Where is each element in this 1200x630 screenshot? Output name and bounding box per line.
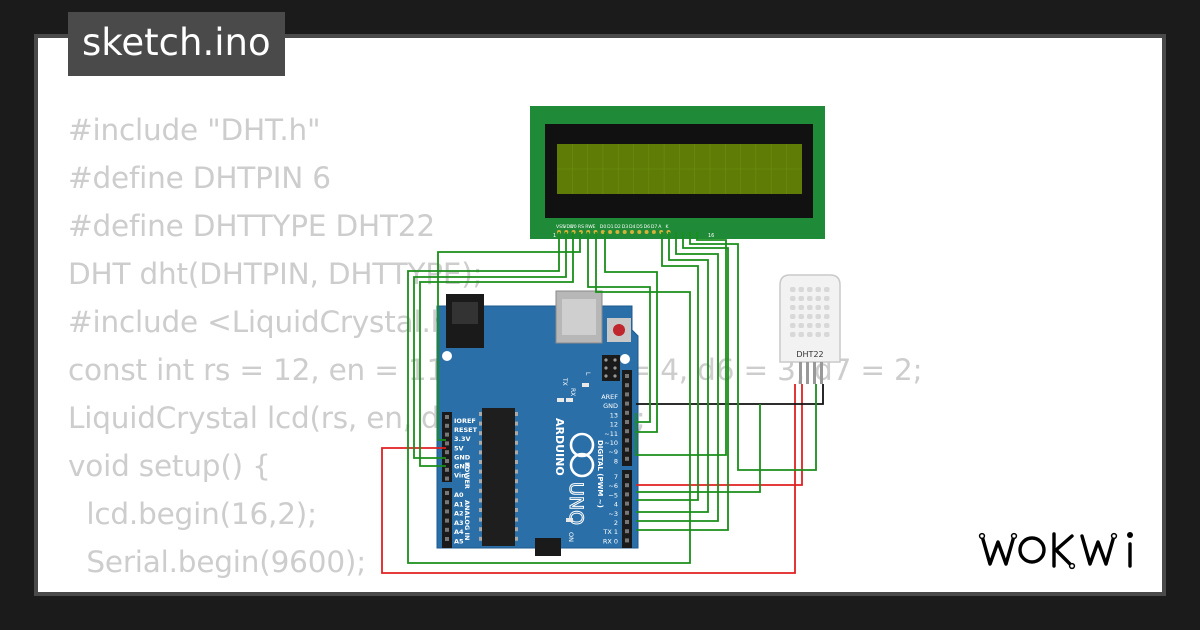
lcd-pin[interactable] [600, 230, 605, 234]
code-line: DHT dht(DHTPIN, DHTTYPE); [68, 257, 483, 291]
lcd-pin-label: D7 [651, 224, 658, 230]
pin-label: 4 [614, 501, 618, 509]
on-led-label: ON [567, 532, 575, 542]
lcd-pin-label: D1 [607, 224, 614, 230]
rx-led-label: RX [569, 388, 576, 396]
pin-label: 7 [614, 473, 618, 481]
lcd-pin[interactable] [622, 230, 627, 234]
pin-label: ~11 [604, 430, 618, 438]
code-line: Serial.begin(9600); [68, 545, 366, 579]
code-line: lcd.begin(16,2); [68, 497, 317, 531]
pin-label: 13 [610, 411, 618, 419]
wokwi-logo-icon: WOKWI [978, 532, 1133, 576]
lcd-pin-label: D5 [636, 224, 643, 230]
file-title-tab[interactable]: sketch.ino [68, 12, 285, 76]
pin-label: ~9 [608, 448, 618, 456]
pin-label: RESET [454, 426, 478, 434]
tx-led-label: TX [561, 377, 568, 386]
pin-label: ~3 [608, 510, 618, 518]
code-line: void setup() { [68, 449, 271, 483]
digital-header-label: DIGITAL (PWM ~) [596, 440, 604, 508]
pin-label: 5V [454, 444, 464, 452]
code-line: #define DHTTYPE DHT22 [68, 209, 435, 243]
pin-label: 3.3V [454, 435, 471, 443]
pin-label: A3 [454, 519, 464, 527]
power-header-label: POWER [463, 462, 471, 489]
lcd-pin[interactable] [651, 230, 656, 234]
code-line: #define DHTPIN 6 [68, 161, 331, 195]
pin-label: A0 [454, 491, 464, 499]
arduino-model: UNO [565, 482, 587, 525]
lcd-pin-label: K [666, 224, 670, 230]
lcd-pin-last: 16 [708, 233, 714, 239]
lcd-pin[interactable] [644, 230, 649, 234]
pin-label: TX 1 [602, 528, 618, 536]
pin-label: GND [603, 402, 618, 410]
pin-label: GND [454, 463, 471, 471]
lcd-pin-label: D6 [644, 224, 651, 230]
pin-label: 12 [610, 421, 618, 429]
atmega-chip [482, 408, 515, 546]
code-line: #include <LiquidCrystal.h> [68, 305, 474, 339]
pin-label: A2 [454, 510, 464, 518]
code-line: #include "DHT.h" [68, 113, 321, 147]
pin-label: ~6 [608, 482, 618, 490]
arduino-brand: ARDUINO [553, 418, 566, 476]
dht22-sensor[interactable]: DHT22 [779, 274, 841, 384]
lcd-pin-label: D0 [600, 224, 607, 230]
lcd-pin[interactable] [630, 230, 634, 234]
lcd-pin[interactable] [637, 230, 642, 234]
lcd-pin-label: E [593, 224, 596, 230]
pin-label: AREF [601, 393, 618, 401]
lcd-pin-first: 1 [553, 233, 556, 239]
dht22-label: DHT22 [796, 350, 823, 359]
pin-label: ~10 [604, 439, 618, 447]
l-led-label: L [584, 372, 591, 376]
lcd-pin-label: RW [585, 224, 593, 230]
pin-label: A5 [454, 538, 464, 546]
lcd-pin-label: VDD [563, 224, 574, 230]
pin-label: GND [454, 453, 471, 461]
lcd-pin-label: D4 [629, 224, 636, 230]
analog-header-label: ANALOG IN [463, 500, 471, 540]
lcd-pin-label: D2 [614, 224, 621, 230]
lcd-pin-label: RS [578, 224, 584, 230]
lcd-pin-label: D3 [622, 224, 629, 230]
lcd-pin-label: V0 [571, 224, 577, 230]
wire-5v [381, 384, 796, 574]
pin-label: 8 [614, 457, 618, 465]
on-led [566, 518, 573, 522]
pin-label: RX 0 [603, 537, 618, 545]
wires [381, 232, 824, 574]
pin-label: Vin [454, 472, 466, 480]
pin-label: IOREF [454, 417, 476, 425]
pin-label: 2 [614, 519, 618, 527]
lcd-pin-label: VSS [556, 224, 565, 230]
wire-dht-data [636, 384, 803, 486]
lcd-pin[interactable] [615, 230, 620, 234]
brand-text: WOKWI [978, 574, 982, 576]
lcd-pin-label: A [658, 224, 662, 230]
pin-label: A1 [454, 500, 464, 508]
arduino-logo-icon [569, 432, 595, 458]
pin-label: ~5 [608, 491, 618, 499]
lcd-pin[interactable] [608, 230, 613, 234]
pin-label: A4 [454, 528, 464, 536]
